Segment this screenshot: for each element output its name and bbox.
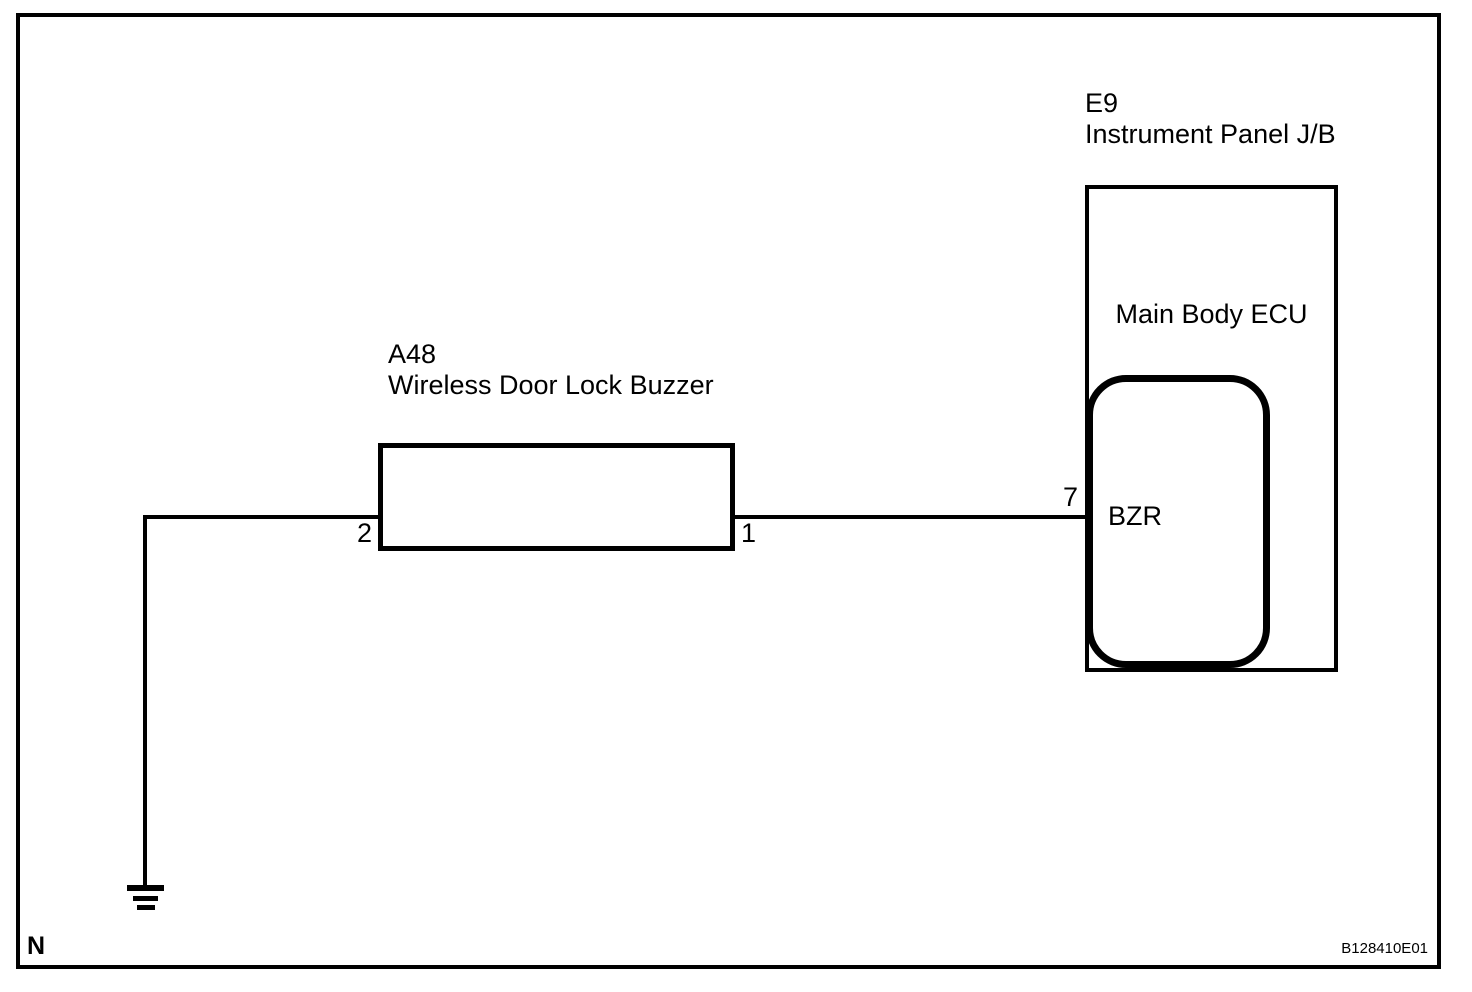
wire-ground-drop (143, 515, 147, 889)
page-border (16, 13, 1441, 969)
pin-bzr-label: BZR (1108, 501, 1162, 531)
terminal-7-label: 7 (1062, 482, 1078, 512)
ground-icon-bar (137, 905, 155, 910)
terminal-1-label: 1 (741, 518, 757, 548)
junction-block-name: Instrument Panel J/B (1085, 119, 1336, 149)
ecu-title: Main Body ECU (1115, 299, 1308, 329)
figure-code: B128410E01 (1341, 940, 1428, 957)
connector-outline (1086, 375, 1270, 668)
ground-icon-bar (133, 896, 158, 901)
buzzer-name: Wireless Door Lock Buzzer (388, 370, 714, 400)
page-marker: N (27, 932, 46, 960)
buzzer-box (378, 443, 735, 551)
terminal-2-label: 2 (356, 518, 372, 548)
buzzer-label: A48 Wireless Door Lock Buzzer (388, 339, 714, 401)
junction-block-label: E9 Instrument Panel J/B (1085, 88, 1336, 150)
ground-icon (127, 885, 164, 891)
junction-block-code: E9 (1085, 88, 1119, 118)
wire-buzzer-to-ecu (733, 515, 1087, 519)
wire-ground-to-buzzer (143, 515, 380, 519)
buzzer-code: A48 (388, 339, 437, 369)
